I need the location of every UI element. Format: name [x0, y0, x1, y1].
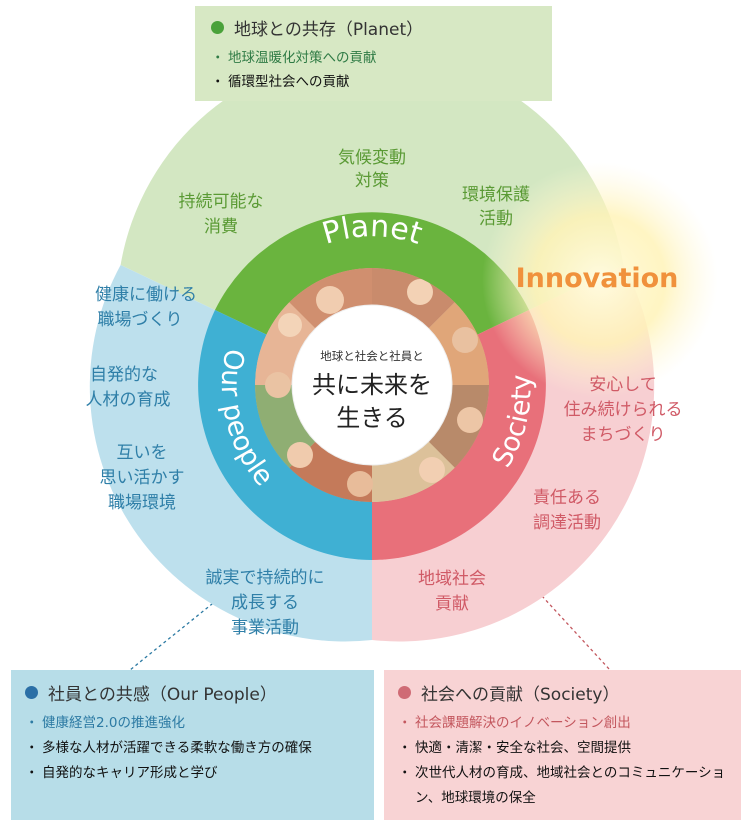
society-community-line-2: 貢献 — [435, 594, 469, 614]
planet-box: 地球との共存（Planet） 地球温暖化対策への貢献 循環型社会への貢献 — [195, 6, 552, 101]
people-health-line-2: 職場づくり — [98, 310, 183, 330]
people-box-list: 健康経営2.0の推進強化 多様な人材が活躍できる柔軟な働き方の確保 自発的なキャ… — [25, 711, 362, 786]
people-mutual-line-2: 思い活かす — [100, 468, 185, 488]
planet-consume-line-1: 持続可能な — [179, 192, 264, 212]
list-item: 社会課題解決のイノベーション創出 — [398, 711, 729, 736]
society-box-title: 社会への貢献（Society） — [398, 680, 729, 705]
people-honest-line-1: 誠実で持続的に — [206, 568, 325, 588]
list-item: 地球温暖化対策への貢献 — [211, 46, 540, 70]
center-line-2: 生きる — [336, 404, 408, 432]
planet-dot-icon — [211, 21, 224, 34]
list-item: 次世代人材の育成、地域社会とのコミュニケーション、地球環境の保全 — [398, 761, 729, 811]
people-honest-line-3: 事業活動 — [231, 618, 299, 638]
planet-consume-line-2: 消費 — [204, 217, 238, 237]
planet-climate-line-1: 気候変動 — [338, 148, 406, 168]
planet-box-title-text: 地球との共存（Planet） — [234, 20, 424, 40]
list-item: 健康経営2.0の推進強化 — [25, 711, 362, 736]
planet-box-list: 地球温暖化対策への貢献 循環型社会への貢献 — [211, 46, 540, 94]
planet-climate-line-2: 対策 — [355, 171, 389, 191]
society-procure-line-2: 調達活動 — [533, 513, 601, 533]
society-town-line-3: まちづくり — [581, 425, 666, 445]
list-item: 自発的なキャリア形成と学び — [25, 761, 362, 786]
list-item: 循環型社会への貢献 — [211, 70, 540, 94]
society-dot-icon — [398, 686, 411, 699]
people-mutual-line-1: 互いを — [117, 443, 168, 463]
society-community-line-1: 地域社会 — [418, 569, 486, 589]
planet-env-line-2: 活動 — [479, 209, 513, 229]
society-box-title-text: 社会への貢献（Society） — [421, 685, 620, 705]
society-town-line-2: 住み続けられる — [564, 400, 683, 420]
center-circle — [291, 304, 453, 466]
society-box-list: 社会課題解決のイノベーション創出 快適・清潔・安全な社会、空間提供 次世代人材の… — [398, 711, 729, 811]
society-connector — [541, 595, 611, 671]
center-line-1: 共に未来を — [312, 371, 432, 399]
people-box: 社員との共感（Our People） 健康経営2.0の推進強化 多様な人材が活躍… — [11, 670, 374, 820]
innovation-glow — [482, 162, 718, 398]
people-mutual-line-3: 職場環境 — [108, 493, 176, 513]
list-item: 多様な人材が活躍できる柔軟な働き方の確保 — [25, 736, 362, 761]
society-procure-line-1: 責任ある — [533, 488, 601, 508]
planet-env-line-1: 環境保護 — [462, 185, 530, 205]
people-dot-icon — [25, 686, 38, 699]
people-talent-line-1: 自発的な — [90, 365, 158, 385]
people-box-title-text: 社員との共感（Our People） — [48, 685, 277, 705]
innovation-label: Innovation — [516, 263, 679, 294]
people-connector — [129, 595, 223, 671]
society-town-line-1: 安心して — [589, 375, 657, 395]
list-item: 快適・清潔・安全な社会、空間提供 — [398, 736, 729, 761]
people-talent-line-2: 人材の育成 — [86, 390, 171, 410]
people-box-title: 社員との共感（Our People） — [25, 680, 362, 705]
people-honest-line-2: 成長する — [231, 593, 299, 613]
people-health-line-1: 健康に働ける — [95, 285, 197, 305]
center-small-text: 地球と社会と社員と — [320, 349, 424, 363]
society-box: 社会への貢献（Society） 社会課題解決のイノベーション創出 快適・清潔・安… — [384, 670, 741, 820]
planet-box-title: 地球との共存（Planet） — [211, 15, 540, 40]
